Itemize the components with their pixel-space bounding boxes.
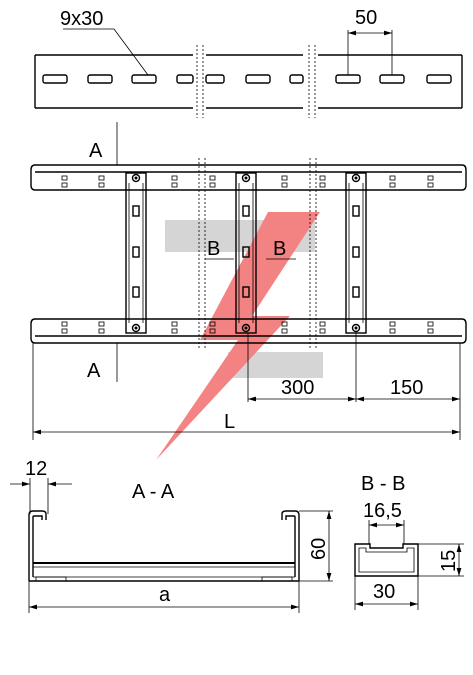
section-b-right-label: B	[273, 238, 286, 260]
width-label: a	[159, 584, 171, 606]
section-a-bottom-label: A	[87, 360, 101, 382]
inner-opening-label: 16,5	[363, 500, 402, 522]
slot-pitch-label: 50	[355, 7, 377, 29]
section-bb-title: B - B	[361, 473, 405, 495]
rung-1	[125, 172, 147, 334]
section-bb-view	[354, 520, 464, 610]
ladder-plan-view	[30, 122, 467, 440]
section-b-left-label: B	[207, 238, 220, 260]
section-aa-title: A - A	[132, 481, 175, 503]
rung-width-label: 30	[373, 581, 395, 603]
end-offset-label: 150	[390, 377, 423, 399]
rung-height-label: 15	[438, 550, 460, 572]
section-aa-view	[10, 478, 333, 613]
flange-width-label: 12	[25, 458, 47, 480]
rung-3	[345, 172, 367, 334]
rung-2	[235, 172, 257, 334]
length-label: L	[224, 411, 235, 433]
side-rail-view	[34, 28, 463, 118]
slot-size-label: 9x30	[60, 8, 103, 30]
rung-spacing-label: 300	[281, 377, 314, 399]
side-height-label: 60	[308, 538, 330, 560]
section-a-top-label: A	[89, 140, 103, 162]
